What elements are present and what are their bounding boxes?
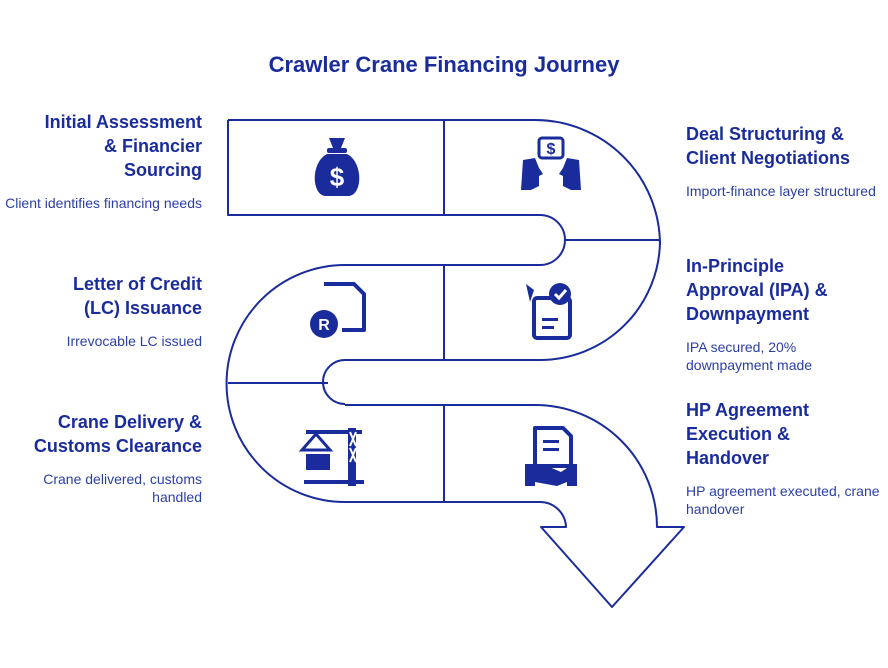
step-crane-delivery: Crane Delivery & Customs Clearance Crane… — [2, 410, 202, 506]
journey-path-outline — [228, 120, 682, 607]
step-title: Letter of Credit (LC) Issuance — [72, 274, 202, 318]
step-description: IPA secured, 20% downpayment made — [686, 339, 813, 373]
path-middle-lower — [345, 404, 685, 608]
money-bag-icon: $ — [314, 138, 360, 196]
page-title: Crawler Crane Financing Journey — [268, 52, 620, 77]
step-title: Deal Structuring & Client Negotiations — [686, 124, 851, 168]
svg-text:R: R — [318, 317, 330, 334]
path-top-edge — [228, 119, 661, 246]
rupee-document-icon: R — [310, 282, 366, 338]
step-in-principle-approval: In-Principle Approval (IPA) & Downpaymen… — [686, 254, 886, 374]
step-description: Client identifies financing needs — [5, 195, 202, 211]
step-letter-of-credit: Letter of Credit (LC) Issuance Irrevocab… — [2, 272, 202, 350]
approval-document-icon — [526, 283, 572, 340]
step-description: HP agreement executed, crane handover — [686, 483, 880, 517]
step-description: Crane delivered, customs handled — [43, 471, 202, 505]
step-title: Initial Assessment & Financier Sourcing — [44, 112, 202, 180]
step-title: HP Agreement Execution & Handover — [686, 400, 810, 468]
path-upper-right-outer — [322, 239, 661, 405]
handshake-document-icon — [525, 426, 577, 486]
step-hp-agreement: HP Agreement Execution & Handover HP agr… — [686, 398, 886, 518]
step-deal-structuring: Deal Structuring & Client Negotiations I… — [686, 122, 886, 200]
svg-text:$: $ — [330, 162, 345, 192]
svg-text:$: $ — [547, 141, 556, 158]
step-title: In-Principle Approval (IPA) & Downpaymen… — [686, 256, 828, 324]
step-title: Crane Delivery & Customs Clearance — [33, 412, 202, 456]
crane-icon — [298, 428, 364, 486]
step-description: Irrevocable LC issued — [66, 333, 202, 349]
path-top-left-edge — [225, 120, 566, 503]
step-description: Import-finance layer structured — [686, 183, 876, 199]
negotiation-icon: $ — [521, 136, 581, 190]
step-initial-assessment: Initial Assessment & Financier Sourcing … — [2, 110, 202, 212]
